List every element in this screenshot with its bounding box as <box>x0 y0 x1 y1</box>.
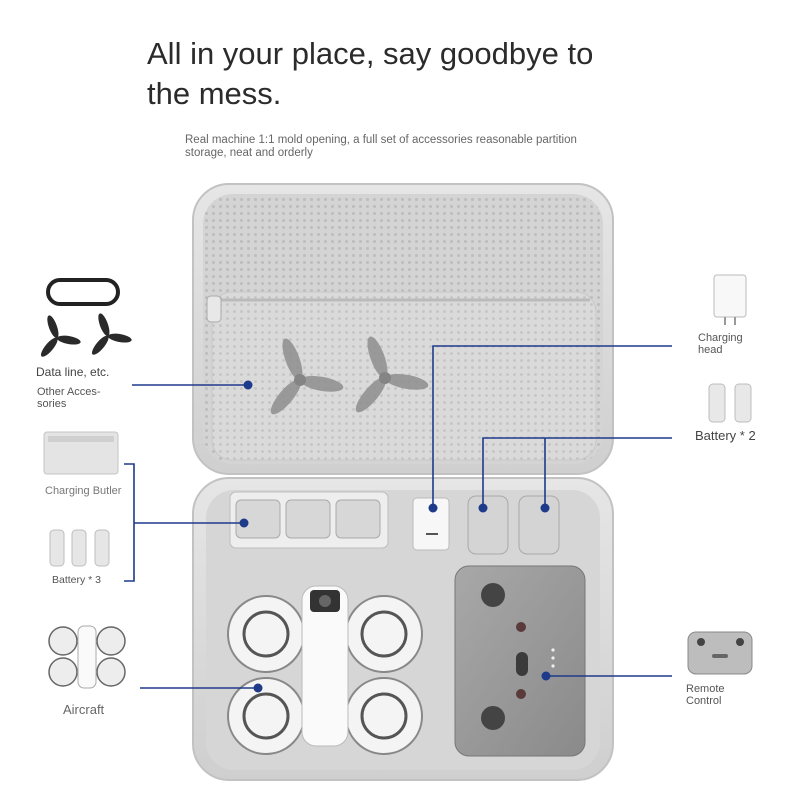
case-lid <box>192 183 614 475</box>
label-remote-control-line-1: Remote <box>686 683 725 695</box>
subheadline: Real machine 1:1 mold opening, a full se… <box>185 134 625 160</box>
label-charging-head-line-2: head <box>698 344 723 356</box>
remote-controller-icon <box>687 631 753 675</box>
label-battery-x3: Battery * 3 <box>52 574 102 586</box>
case-base <box>192 477 614 781</box>
label-charging-head: Charging head <box>698 332 743 356</box>
headline: All in your place, say goodbye to the me… <box>147 34 667 114</box>
aircraft <box>227 585 423 755</box>
label-other-accessories: Other Acces- sories <box>37 386 101 410</box>
cable-icon <box>46 278 120 306</box>
label-other-accessories-line-1: Other Acces- <box>37 386 101 398</box>
label-battery-x2: Battery * 2 <box>695 428 756 443</box>
propeller-icon <box>270 336 429 415</box>
headline-line-2: the mess. <box>147 76 282 111</box>
battery-icon <box>708 383 752 423</box>
label-charging-head-line-1: Charging <box>698 332 743 344</box>
headline-line-1: All in your place, say goodbye to <box>147 36 594 71</box>
subheadline-line-2: storage, neat and orderly <box>185 147 313 159</box>
propeller-icon <box>40 313 132 357</box>
charger-icon <box>713 274 747 325</box>
remote-controller <box>454 565 586 757</box>
charger <box>412 497 450 551</box>
label-aircraft: Aircraft <box>63 702 105 717</box>
charging-hub <box>229 491 389 549</box>
label-remote-control: Remote Control <box>686 683 725 707</box>
label-charging-butler: Charging Butler <box>45 485 122 497</box>
label-other-accessories-line-2: sories <box>37 398 67 410</box>
label-data-line: Data line, etc. <box>36 365 110 379</box>
battery-icon <box>49 529 110 567</box>
drone-icon <box>48 625 126 689</box>
subheadline-line-1: Real machine 1:1 mold opening, a full se… <box>185 134 577 146</box>
label-remote-control-line-2: Control <box>686 695 722 707</box>
charging-hub-icon <box>43 431 119 475</box>
